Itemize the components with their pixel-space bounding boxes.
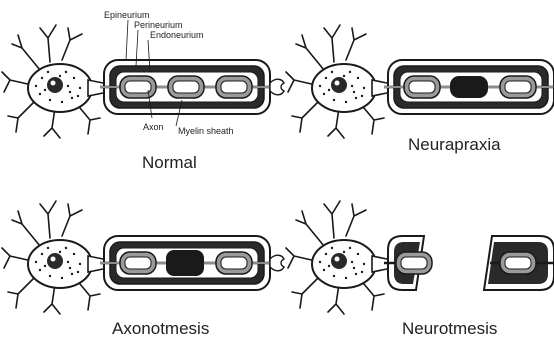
neuron-cell-icon: [2, 201, 108, 314]
perineurium-label: Perineurium: [134, 20, 183, 30]
panel-axonotmesis: Axonotmesis: [2, 201, 284, 338]
neuron-cell-icon: [286, 25, 392, 138]
nerve-fiber: [100, 236, 284, 290]
panel-normal: Epineurium Perineurium Endoneurium Axon …: [2, 10, 284, 172]
epineurium-label: Epineurium: [104, 10, 150, 20]
panel-title: Neurapraxia: [408, 135, 501, 154]
nerve-fiber: [100, 60, 284, 114]
panel-title: Neurotmesis: [402, 319, 497, 338]
demyelination-lesion: [450, 76, 488, 98]
panel-title: Normal: [142, 153, 197, 172]
panel-neurotmesis: Neurotmesis: [286, 201, 554, 338]
nerve-fiber-distal: [484, 236, 554, 290]
axon-disruption-lesion: [166, 250, 204, 276]
neuron-cell-icon: [286, 201, 392, 314]
panel-neurapraxia: Neurapraxia: [286, 25, 554, 154]
nerve-fiber: [384, 60, 554, 114]
neuron-cell-icon: [2, 25, 108, 138]
endoneurium-label: Endoneurium: [150, 30, 204, 40]
panel-title: Axonotmesis: [112, 319, 209, 338]
myelin-sheath-label: Myelin sheath: [178, 126, 234, 136]
axon-label: Axon: [143, 122, 164, 132]
nerve-fiber-proximal: [384, 236, 432, 290]
